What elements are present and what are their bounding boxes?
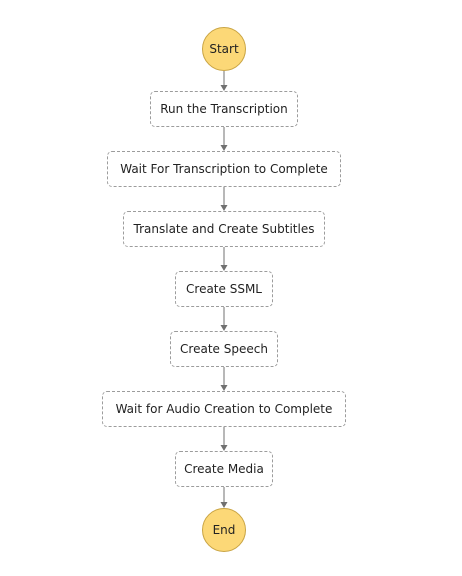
state-create-speech[interactable]: Create Speech [170,331,278,367]
state-run-transcription[interactable]: Run the Transcription [150,91,298,127]
state-create-media[interactable]: Create Media [175,451,273,487]
transition-arrowhead [220,145,228,151]
transition-arrowhead [220,205,228,211]
transition-arrowhead [220,325,228,331]
state-wait-audio[interactable]: Wait for Audio Creation to Complete [102,391,346,427]
end-node[interactable]: End [202,508,246,552]
state-wait-transcription[interactable]: Wait For Transcription to Complete [107,151,341,187]
transition-arrowhead [220,445,228,451]
transition-arrowhead [220,502,228,508]
transition-arrowhead [220,265,228,271]
transition-arrowhead [220,385,228,391]
state-create-ssml[interactable]: Create SSML [175,271,273,307]
state-translate-subtitles[interactable]: Translate and Create Subtitles [123,211,325,247]
transition-arrowhead [220,85,228,91]
start-node[interactable]: Start [202,27,246,71]
